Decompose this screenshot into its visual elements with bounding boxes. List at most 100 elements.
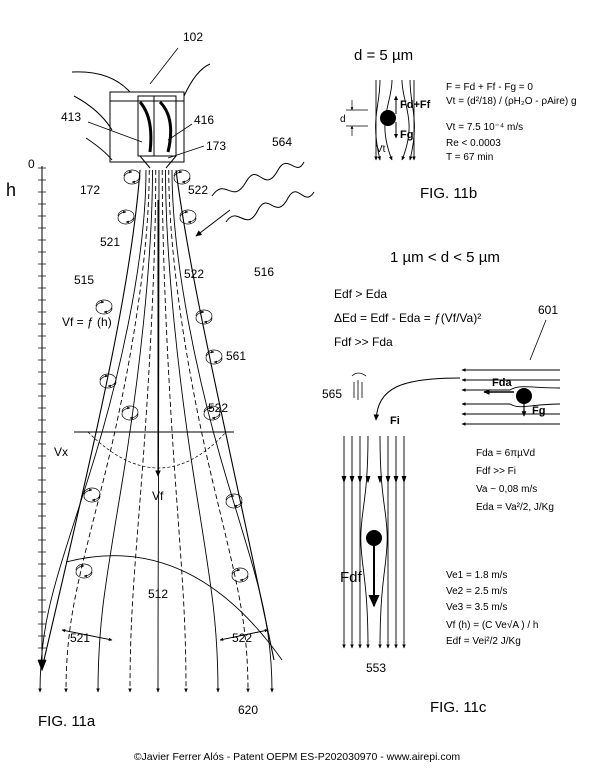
vortex-arrow (99, 374, 117, 389)
velocity-vf-formula: Vf (h) = (C Ve√A ) / h (446, 619, 538, 631)
fig-11a: 102 413 416 173 172 522 564 521 515 522 … (6, 30, 315, 730)
fig-11c-title: 1 µm < d < 5 µm (390, 249, 500, 266)
height-axis (37, 166, 47, 672)
relation-delta-ed: ΔEd = Edf - Eda = ƒ(Vf/Va)² (334, 311, 481, 325)
caption-fig-11b: FIG. 11b (420, 185, 477, 202)
droplet-falling (366, 530, 382, 546)
label-561: 561 (226, 349, 246, 363)
fig-11c: 1 µm < d < 5 µm Edf > Eda ΔEd = Edf - Ed… (322, 249, 561, 716)
label-620: 620 (238, 703, 258, 717)
vortices (75, 169, 249, 583)
vortex-arrow (231, 568, 249, 583)
eq-reynolds: Re < 0.0003 (446, 138, 501, 149)
vortex-arrow (173, 169, 191, 184)
label-565: 565 (322, 387, 342, 401)
vortex-arrow (83, 487, 101, 502)
vortex-arrow (123, 170, 141, 185)
vortex-arrow (231, 567, 249, 582)
label-416: 416 (194, 113, 214, 127)
axis-zero: 0 (28, 157, 35, 171)
note-fda: Fda = 6πµVd (476, 448, 535, 459)
flow-chevron (377, 475, 383, 484)
caption-fig-11c: FIG. 11c (430, 699, 487, 716)
label-512: 512 (148, 587, 168, 601)
vortex-arrow (99, 373, 117, 388)
streamline (165, 169, 220, 693)
label-521-top: 521 (100, 235, 120, 249)
vortex-arrow (203, 406, 221, 421)
vertical-flow (341, 435, 407, 649)
device-102 (71, 63, 211, 169)
label-521-bottom: 521 (70, 631, 90, 645)
label-522-low: 522 (208, 401, 228, 415)
velocity-ve1: Ve1 = 1.8 m/s (446, 570, 507, 581)
curve-620 (65, 555, 283, 661)
element-565 (351, 372, 367, 400)
vortex-arrow (117, 210, 135, 225)
label-522-mid: 522 (184, 267, 204, 281)
flow-chevron (357, 475, 363, 484)
velocity-edf: Edf = Vei²/2 J/Kg (446, 636, 521, 647)
droplet-small (516, 388, 532, 404)
streamline (128, 169, 157, 693)
velocity-ve3: Ve3 = 3.5 m/s (446, 602, 507, 613)
label-fi: Fi (390, 415, 400, 427)
vortex-arrow (123, 169, 141, 184)
vortex-arrow (95, 300, 113, 315)
flow-chevron (393, 475, 399, 484)
label-173: 173 (206, 139, 226, 153)
vortex-arrow (83, 488, 101, 503)
jet-boundary-right (175, 169, 275, 661)
vortex-arrow (195, 310, 213, 325)
horizontal-flow (461, 368, 561, 426)
vortex-arrow (173, 170, 191, 185)
label-fg-small: Fg (532, 405, 545, 417)
label-vf: Vf (152, 489, 164, 503)
vertical-flow-line (360, 435, 370, 649)
label-fda: Fda (492, 377, 512, 389)
label-601: 601 (538, 303, 558, 317)
label-413: 413 (61, 110, 81, 124)
eq-balance: F = Fd + Ff - Fg = 0 (446, 82, 533, 93)
vortex-arrow (203, 405, 221, 420)
label-fdf: Fdf (340, 569, 363, 586)
label-d: d (340, 114, 346, 125)
vortex-arrow (75, 563, 93, 578)
note-va: Va ~ 0,08 m/s (476, 484, 537, 495)
vertical-flow-line (378, 435, 388, 649)
flow-chevron (401, 475, 407, 484)
note-fdf: Fdf >> Fi (476, 466, 516, 477)
axis-label-h: h (6, 180, 16, 200)
vortex-arrow (95, 299, 113, 314)
footer-copyright: ©Javier Ferrer Alós - Patent OEPM ES-P20… (134, 751, 461, 763)
label-vx: Vx (54, 445, 68, 459)
vortex-arrow (75, 564, 93, 579)
relation-forces: Fdf >> Fda (334, 335, 393, 349)
flow-chevron (385, 475, 391, 484)
streamline (38, 169, 147, 693)
leader-413 (87, 121, 143, 143)
fig-11b-title: d = 5 µm (354, 47, 413, 64)
label-vt: Vt (376, 144, 386, 155)
label-fd-ff: Fd+Ff (400, 99, 431, 111)
flow-chevron (349, 475, 355, 484)
label-553: 553 (366, 661, 386, 675)
vortex-arrow (117, 209, 135, 224)
droplet-5um (380, 110, 396, 126)
eq-vt-value: Vt = 7.5 10⁻⁴ m/s (446, 122, 523, 133)
flow-chevron (365, 475, 371, 484)
leader-102 (149, 47, 179, 85)
flow-chevron (341, 475, 347, 484)
relation-energy: Edf > Eda (334, 287, 387, 301)
velocity-ve2: Ve2 = 2.5 m/s (446, 586, 507, 597)
label-102: 102 (183, 30, 203, 44)
vortex-arrow (121, 406, 139, 421)
label-fg: Fg (400, 129, 413, 141)
streamlines (38, 169, 275, 693)
caption-fig-11a: FIG. 11a (38, 713, 96, 730)
streamline (161, 169, 188, 693)
eq-vt-formula: Vt = (d²/18) / (ρH₂O - ρAire) g (446, 96, 577, 107)
leader-416 (167, 123, 193, 141)
label-172: 172 (80, 183, 100, 197)
